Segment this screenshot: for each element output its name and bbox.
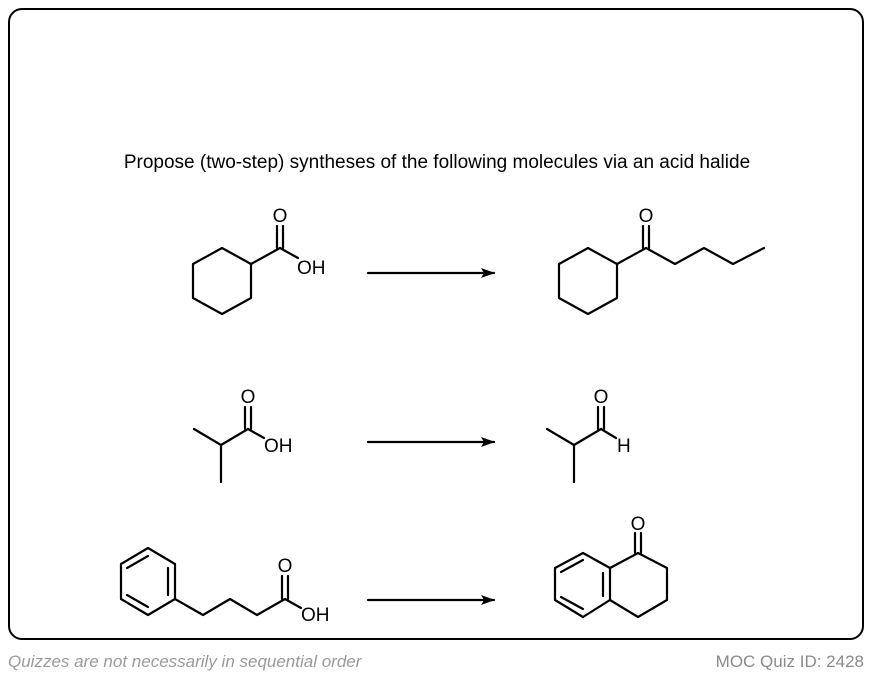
oxygen-label: O [639, 206, 654, 227]
question-prompt: Propose (two-step) syntheses of the foll… [123, 152, 751, 173]
oxygen-label: O [594, 387, 609, 408]
cyclohexanecarboxylic-acid: O OH [191, 206, 326, 316]
hydroxyl-label: OH [301, 605, 330, 626]
oxygen-label: O [273, 206, 288, 227]
hydroxyl-label: OH [264, 436, 293, 457]
tetralone: O [553, 514, 669, 619]
footer-note: Quizzes are not necessarily in sequentia… [8, 652, 362, 671]
oxygen-label: O [278, 556, 293, 577]
oxygen-label: O [241, 387, 256, 408]
quiz-frame [8, 8, 864, 640]
isobutyraldehyde: O H [545, 387, 631, 484]
isobutyric-acid: O OH [192, 387, 293, 484]
hydrogen-label: H [617, 436, 631, 457]
hydroxyl-label: OH [297, 258, 326, 279]
cyclohexyl-butyl-ketone: O [557, 206, 766, 316]
phenylbutanoic-acid: O OH [119, 546, 330, 626]
quiz-id: MOC Quiz ID: 2428 [715, 652, 864, 671]
oxygen-label: O [631, 514, 646, 535]
